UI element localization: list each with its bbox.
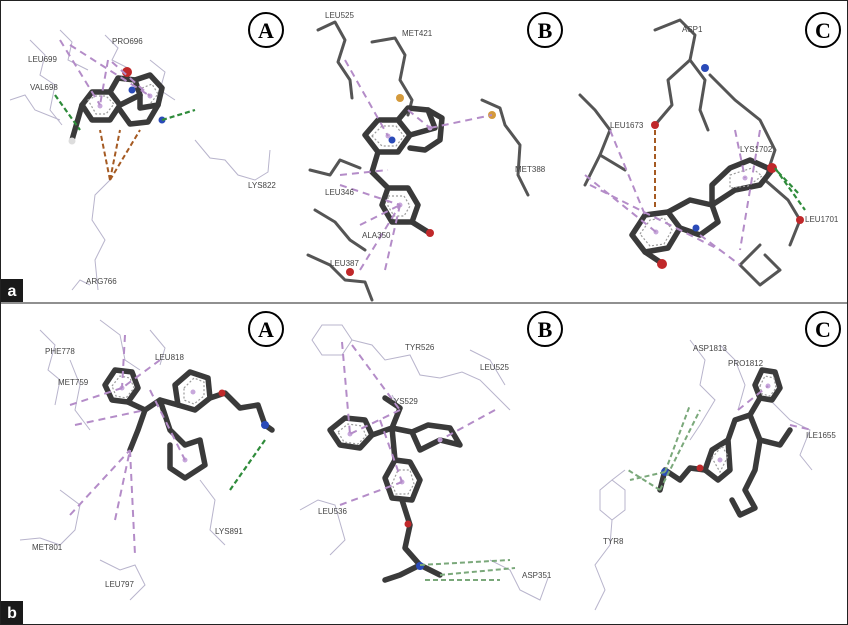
interactions [627, 385, 813, 491]
panel-letter-badge: B [527, 311, 563, 347]
residue-label: LEU818 [155, 353, 184, 362]
residue-label: MET759 [58, 378, 89, 387]
row-label: a [8, 283, 17, 300]
residue-label: PHE778 [45, 347, 75, 356]
residue-label: VAL698 [30, 83, 58, 92]
row-label-b: b [1, 601, 23, 624]
residue-label: MET388 [515, 165, 546, 174]
panel-letter: A [258, 317, 274, 342]
row-label: b [7, 605, 17, 622]
protein-backbone [594, 339, 813, 611]
residue-label: ALA350 [362, 231, 391, 240]
interactions [54, 39, 196, 181]
panel-letter: C [815, 317, 831, 342]
residue-label: LYS822 [248, 181, 276, 190]
panel-b-B: TYR526 LEU525 LYS529 LEU536 ASP351 B [299, 311, 563, 601]
residue-label: ASP1 [682, 25, 703, 34]
protein-backbone [299, 324, 549, 601]
ligand-b-C [657, 367, 793, 518]
residue-label: ASP351 [522, 571, 552, 580]
residue-label: LEU1673 [610, 121, 644, 130]
panel-letter-badge: A [248, 311, 284, 347]
protein-sticks [306, 20, 530, 302]
residue-label: ILE1655 [806, 431, 836, 440]
residue-label: ARG766 [86, 277, 117, 286]
protein-backbone [19, 319, 226, 601]
interactions [584, 129, 806, 266]
protein-backbone [9, 29, 271, 291]
interactions [339, 341, 516, 581]
panel-b-C: ASP1813 PRO1812 ILE1655 TYR8 C [594, 311, 841, 611]
panel-letter: C [815, 18, 831, 43]
residue-label: PRO696 [112, 37, 143, 46]
ligand-a-A [68, 67, 166, 145]
ligand-b-A [102, 367, 275, 481]
interactions [339, 59, 493, 271]
panel-letter-badge: A [248, 12, 284, 48]
residue-label: PRO1812 [728, 359, 764, 368]
residue-label: LEU346 [325, 188, 354, 197]
residue-label: LEU525 [480, 363, 509, 372]
panel-letter-badge: B [527, 12, 563, 48]
row-a: LEU699 VAL698 PRO696 LYS822 ARG766 A [1, 11, 841, 302]
panel-letter-badge: C [805, 311, 841, 347]
residue-label: LEU536 [318, 507, 347, 516]
residue-label: TYR8 [603, 537, 624, 546]
residue-label: LYS529 [390, 397, 418, 406]
residue-label: LEU387 [330, 259, 359, 268]
panel-a-B: LEU525 MET421 MET388 LEU346 ALA350 LEU38… [306, 11, 563, 302]
ligand-a-C [629, 157, 777, 269]
panel-a-C: ASP1 LEU1673 LYS1702 LEU1701 C [578, 12, 841, 287]
residue-label: MET421 [402, 29, 433, 38]
residue-label: TYR526 [405, 343, 435, 352]
panel-letter-badge: C [805, 12, 841, 48]
residue-label: LEU525 [325, 11, 354, 20]
residue-label: LEU1701 [805, 215, 839, 224]
residue-label: LEU797 [105, 580, 134, 589]
panel-letter: A [258, 18, 274, 43]
panel-letter: B [538, 18, 553, 43]
panel-b-A: PHE778 LEU818 MET759 MET801 LYS891 LEU79… [19, 311, 284, 601]
ligand-b-B [327, 395, 463, 583]
residue-label: LEU699 [28, 55, 57, 64]
interactions [69, 334, 266, 556]
residue-label: ASP1813 [693, 344, 727, 353]
row-label-a: a [1, 279, 23, 302]
residue-label: LYS1702 [740, 145, 773, 154]
residue-label: MET801 [32, 543, 63, 552]
residue-label: LYS891 [215, 527, 243, 536]
panel-letter: B [538, 317, 553, 342]
row-b: PHE778 LEU818 MET759 MET801 LYS891 LEU79… [1, 311, 841, 624]
panel-a-A: LEU699 VAL698 PRO696 LYS822 ARG766 A [9, 12, 284, 291]
ligand-a-B [362, 105, 445, 237]
